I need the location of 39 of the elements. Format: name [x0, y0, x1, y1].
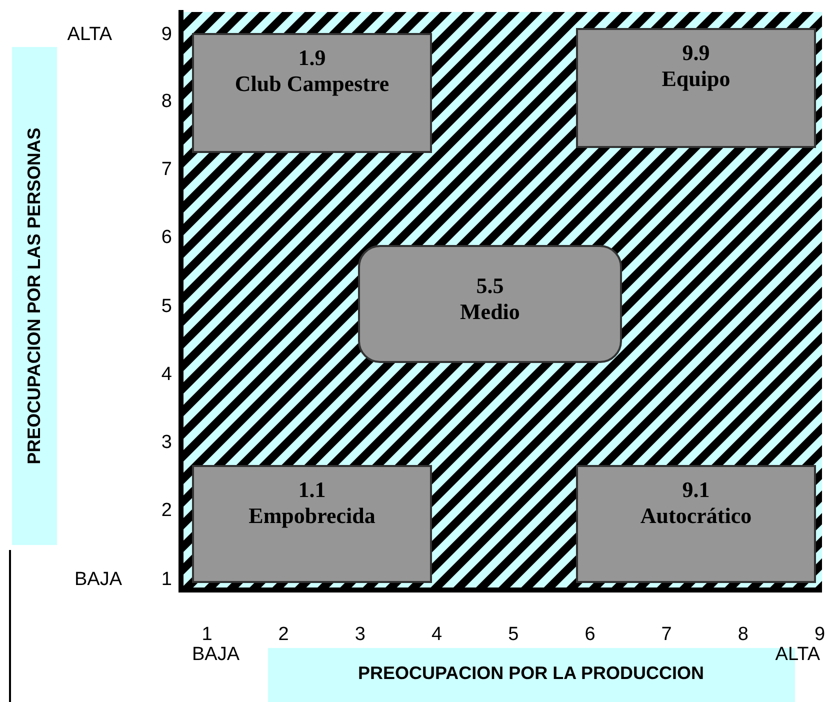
tick-label: 4 [161, 365, 172, 384]
box-text: 9.9 [682, 40, 710, 66]
tick-label: 8 [161, 92, 172, 111]
box-text: Empobrecida [248, 503, 376, 530]
tick-label: 4 [432, 625, 442, 644]
tick-label: 3 [354, 625, 366, 644]
style-box [192, 33, 432, 153]
axis-title: PREOCUPACION POR LAS PERSONAS [25, 128, 43, 464]
box-text: Autocrático [640, 503, 752, 530]
box-text: Equipo [662, 66, 730, 93]
tick-label: 8 [738, 625, 748, 644]
tick-label: 1 [161, 570, 172, 589]
axis-end-label: ALTA [67, 25, 112, 44]
tick-label: 5 [508, 625, 519, 644]
style-box [576, 28, 816, 148]
tick-label: 3 [161, 433, 172, 452]
axis-end-label: BAJA [192, 645, 240, 664]
style-box [358, 245, 622, 363]
box-text: 1.9 [298, 45, 326, 72]
tick-label: 7 [661, 625, 672, 644]
box-text: 9.1 [682, 477, 710, 504]
tick-label: 6 [584, 625, 596, 644]
tick-label: 9 [161, 25, 172, 44]
axis-title: PREOCUPACION POR LA PRODUCCION [358, 664, 704, 682]
tick-label: 7 [161, 160, 172, 179]
axis-end-label: ALTA [775, 645, 820, 664]
tick-label: 1 [202, 625, 212, 644]
style-box [192, 465, 432, 583]
box-text: 5.5 [476, 273, 504, 300]
tick-label: 2 [161, 501, 172, 520]
tick-label: 9 [814, 625, 826, 644]
axis-end-label: BAJA [74, 570, 122, 589]
box-text: 1.1 [298, 477, 326, 504]
tick-label: 2 [278, 625, 289, 644]
box-text: Medio [460, 299, 520, 326]
tick-label: 5 [161, 297, 172, 316]
tick-label: 6 [161, 228, 172, 247]
style-box [576, 465, 816, 583]
box-text: Club Campestre [234, 71, 390, 98]
